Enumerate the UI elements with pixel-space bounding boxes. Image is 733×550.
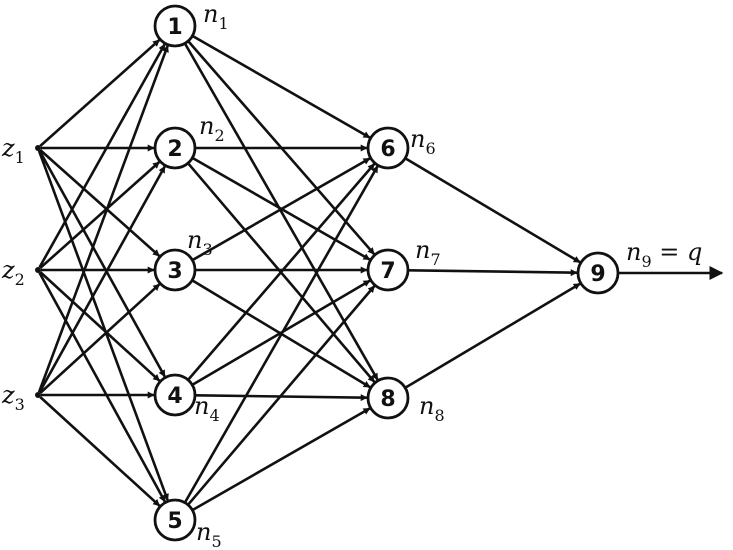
node-tag-2: n2: [199, 112, 225, 145]
node-circle: [153, 248, 197, 292]
node-circle: [153, 126, 197, 170]
node-number: 3: [167, 259, 182, 284]
node-tag-9: n9 = q: [626, 238, 702, 271]
node-1: 1: [153, 4, 197, 48]
edge-z3-2: [38, 165, 166, 394]
node-tag-5: n5: [196, 518, 222, 550]
node-circle: [153, 373, 197, 417]
edge-z2-1: [38, 43, 166, 269]
edge-1-8: [183, 42, 379, 381]
node-7: 7: [366, 248, 410, 292]
nodes: 1 2 3 4 5 6 7 8 9: [35, 4, 620, 542]
node-tag-8: n8: [419, 392, 445, 425]
edge-z2-4: [39, 271, 161, 382]
edge-7-9: [407, 269, 578, 277]
edge-8-9: [404, 282, 581, 389]
edge-z2-2: [39, 161, 161, 269]
edge-z3-1: [37, 45, 169, 393]
node-9: 9: [576, 251, 620, 295]
edge-5-8: [191, 407, 371, 512]
edge-z3-3: [39, 283, 161, 394]
input-dot-z1: [35, 145, 41, 151]
node-circle: [366, 248, 410, 292]
node-circle: [366, 376, 410, 420]
node-number: 5: [167, 509, 182, 534]
edge-z1-3: [39, 149, 161, 257]
node-circle: [366, 126, 410, 170]
node-circle: [153, 4, 197, 48]
edge-1-6: [191, 34, 371, 139]
labels: z1 z2 z3 n1 n2 n3 n4 n5 n6 n7 n8 n9 = q: [1, 0, 702, 550]
node-number: 6: [380, 137, 395, 162]
edge-3-6: [191, 157, 371, 262]
edge-z3-5: [39, 396, 161, 507]
node-number: 8: [380, 387, 395, 412]
edge-z2-5: [38, 271, 167, 503]
node-number: 7: [380, 259, 395, 284]
edge-z1-5: [37, 150, 169, 501]
edge-6-9: [404, 157, 581, 264]
node-tag-4: n4: [194, 392, 220, 425]
node-6: 6: [366, 126, 410, 170]
node-8: 8: [366, 376, 410, 420]
edge-z1-1: [39, 39, 161, 147]
edge-4-6: [187, 163, 376, 381]
node-3: 3: [153, 248, 197, 292]
edge-z1-4: [38, 149, 166, 378]
node-5: 5: [153, 498, 197, 542]
input-dot-z2: [35, 267, 41, 273]
node-4: 4: [153, 373, 197, 417]
edge-5-7: [187, 285, 376, 506]
node-number: 2: [167, 137, 182, 162]
edges: [37, 34, 724, 512]
node-circle: [153, 498, 197, 542]
node-2: 2: [153, 126, 197, 170]
node-tag-3: n3: [187, 226, 213, 259]
input-label-z3: z3: [1, 381, 25, 414]
input-label-z2: z2: [1, 256, 25, 289]
node-tag-6: n6: [410, 125, 436, 158]
node-tag-7: n7: [415, 236, 441, 269]
input-dot-z3: [35, 392, 41, 398]
node-number: 4: [167, 384, 182, 409]
node-number: 1: [167, 15, 182, 40]
node-tag-1: n1: [203, 0, 229, 33]
node-number: 9: [590, 262, 605, 287]
node-circle: [576, 251, 620, 295]
edge-5-6: [183, 165, 379, 504]
input-label-z1: z1: [1, 134, 25, 167]
